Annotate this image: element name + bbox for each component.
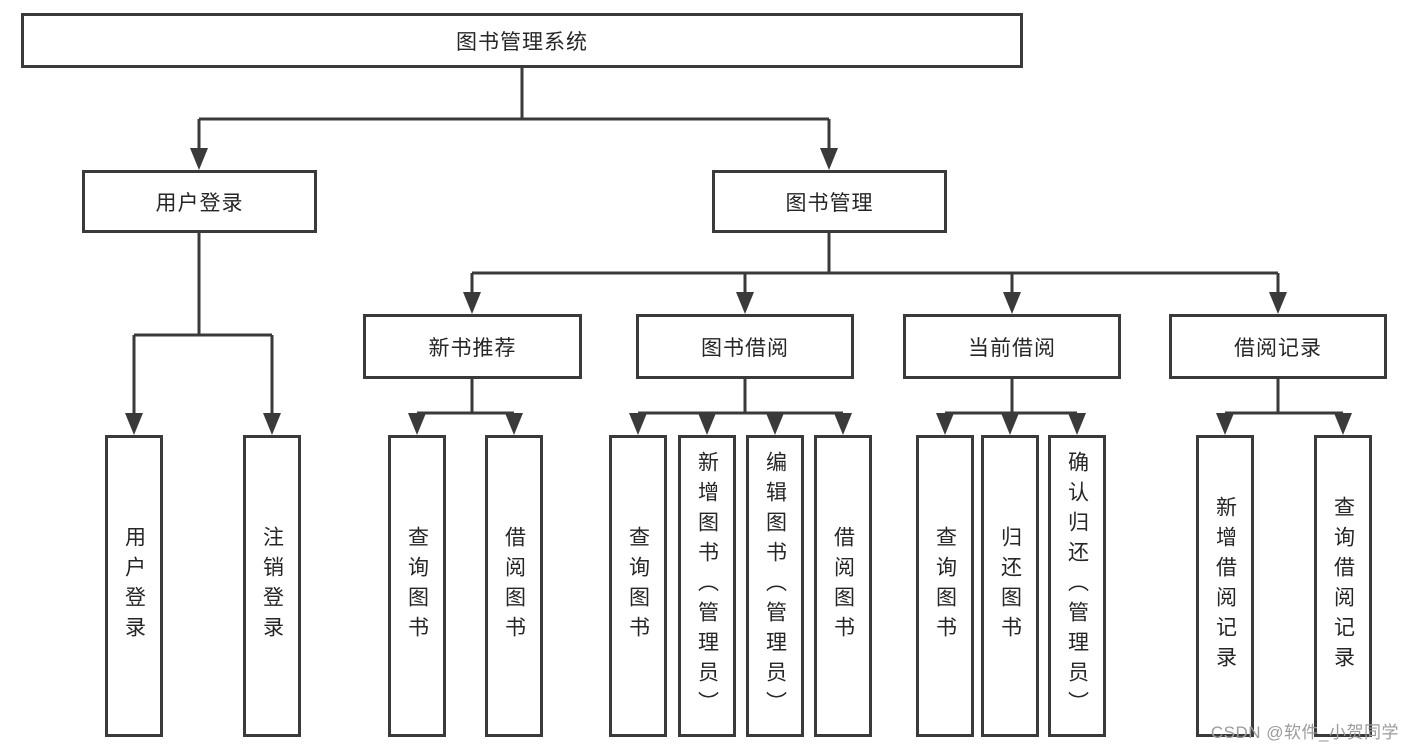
leaf-confirm-return-admin: 确认归还（管理员） xyxy=(1048,435,1106,737)
leaf-return-books: 归还图书 xyxy=(981,435,1039,737)
leaf-add-books-admin: 新增图书（管理员） xyxy=(678,435,736,737)
node-library-management-system: 图书管理系统 xyxy=(21,13,1023,68)
leaf-edit-books-admin: 编辑图书（管理员） xyxy=(746,435,804,737)
node-user-login-module: 用户登录 xyxy=(82,170,317,233)
node-new-book-recommend: 新书推荐 xyxy=(363,314,582,379)
leaf-user-login: 用户登录 xyxy=(105,435,163,737)
node-borrowing-records: 借阅记录 xyxy=(1169,314,1387,379)
leaf-query-books-current: 查询图书 xyxy=(916,435,974,737)
arrowheads xyxy=(125,148,1352,435)
leaf-query-borrow-record: 查询借阅记录 xyxy=(1314,435,1372,737)
node-book-management-module: 图书管理 xyxy=(712,170,947,233)
csdn-watermark: CSDN @软件_小贺同学 xyxy=(1210,723,1399,742)
leaf-query-books-recommend: 查询图书 xyxy=(388,435,446,737)
leaf-query-books-borrowing: 查询图书 xyxy=(609,435,667,737)
leaf-borrow-books-recommend: 借阅图书 xyxy=(485,435,543,737)
leaf-borrow-books: 借阅图书 xyxy=(814,435,872,737)
node-current-borrowing: 当前借阅 xyxy=(903,314,1121,379)
leaf-logout: 注销登录 xyxy=(243,435,301,737)
leaf-add-borrow-record: 新增借阅记录 xyxy=(1196,435,1254,737)
node-book-borrowing: 图书借阅 xyxy=(636,314,854,379)
